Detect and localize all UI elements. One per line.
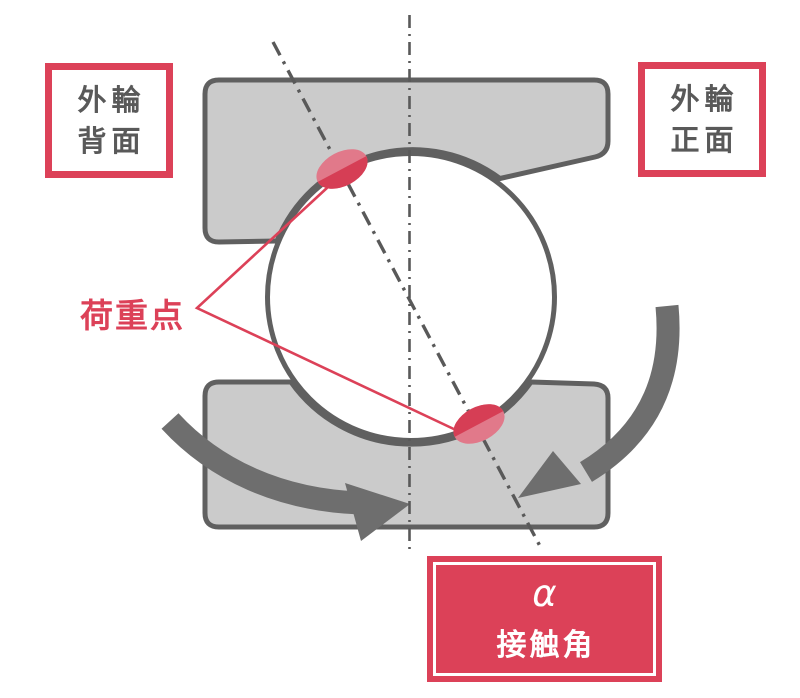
outer-ring-front-label: 外輪 正面	[638, 62, 766, 177]
outer-ring-front-line2: 正面	[670, 122, 739, 157]
contact-ellipse-lower	[453, 404, 505, 444]
load-point-label: 荷重点	[80, 296, 185, 335]
rotation-arrow-left	[161, 413, 410, 541]
outer-ring-upper-section	[202, 77, 611, 245]
bearing-ball	[265, 151, 557, 443]
contact-angle-box: α 接触角	[427, 556, 662, 682]
outer-ring-front-line1: 外輪	[670, 82, 739, 117]
contact-angle-label: 接触角	[496, 628, 596, 664]
outer-ring-back-label: 外輪 背面	[45, 63, 173, 178]
alpha-symbol: α	[532, 571, 557, 615]
outer-ring-back-line1: 外輪	[77, 83, 146, 118]
rotation-arrow-right	[518, 304, 680, 498]
contact-ellipse-upper	[316, 149, 368, 189]
load-point-pointer-lines	[194, 186, 459, 433]
outer-ring-back-line2: 背面	[77, 123, 146, 158]
